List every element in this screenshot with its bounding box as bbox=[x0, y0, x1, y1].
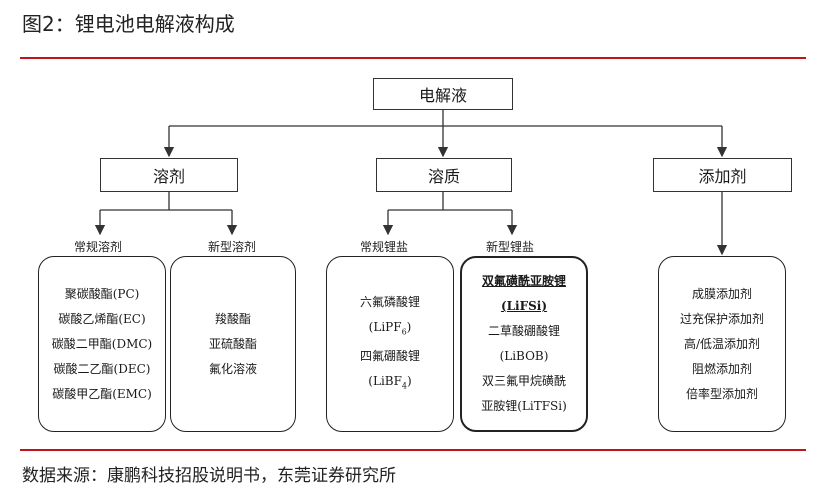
solute-label: 溶质 bbox=[427, 167, 460, 186]
solvent-item: 碳酸乙烯酯(EC) bbox=[58, 311, 146, 326]
additive-item: 高/低温添加剂 bbox=[683, 336, 761, 351]
figure-title: 图2：锂电池电解液构成 bbox=[22, 12, 235, 36]
salt-libob-abbr: (LiBOB) bbox=[499, 349, 549, 363]
salt-lifsi-name: 双氟磺酰亚胺锂 bbox=[481, 274, 566, 288]
new-solvent-item: 羧酸酯 bbox=[214, 311, 251, 326]
root-node-electrolyte: 电解液 bbox=[373, 78, 513, 110]
salt-litfsi-name-2: 亚胺锂(LiTFSi) bbox=[481, 399, 567, 413]
node-solvent: 溶剂 bbox=[100, 158, 238, 192]
additive-item: 成膜添加剂 bbox=[691, 286, 752, 301]
additive-item: 倍率型添加剂 bbox=[685, 386, 758, 401]
new-solvent-item: 氟化溶液 bbox=[208, 361, 257, 376]
leaf-additive: 成膜添加剂 过充保护添加剂 高/低温添加剂 阻燃添加剂 倍率型添加剂 bbox=[658, 256, 786, 432]
additive-item: 阻燃添加剂 bbox=[691, 361, 752, 376]
salt-name: 四氟硼酸锂 bbox=[359, 349, 420, 363]
solvent-item: 聚碳酸酯(PC) bbox=[64, 286, 140, 301]
label-common-solvent: 常规溶剂 bbox=[74, 240, 123, 254]
additive-label: 添加剂 bbox=[698, 167, 747, 186]
solvent-item: 碳酸二甲酯(DMC) bbox=[51, 336, 153, 351]
label-common-salt: 常规锂盐 bbox=[360, 240, 409, 254]
node-solute: 溶质 bbox=[376, 158, 512, 192]
salt-litfsi-name: 双三氟甲烷磺酰 bbox=[481, 374, 566, 388]
salt-formula: (LiBF4) bbox=[368, 374, 412, 391]
leaf-common-solvent: 聚碳酸酯(PC) 碳酸乙烯酯(EC) 碳酸二甲酯(DMC) 碳酸二乙酯(DEC)… bbox=[38, 256, 166, 432]
leaf-common-salt: 六氟磷酸锂 (LiPF6) 四氟硼酸锂 (LiBF4) bbox=[326, 256, 454, 432]
salt-libob-name: 二草酸硼酸锂 bbox=[487, 324, 560, 338]
solvent-item: 碳酸二乙酯(DEC) bbox=[53, 361, 151, 376]
source-note: 数据来源：康鹏科技招股说明书，东莞证券研究所 bbox=[22, 466, 396, 486]
new-solvent-item: 亚硫酸酯 bbox=[208, 336, 257, 351]
leaf-new-salt: 双氟磺酰亚胺锂 (LiFSi) 二草酸硼酸锂 (LiBOB) 双三氟甲烷磺酰 亚… bbox=[460, 256, 588, 432]
solvent-item: 碳酸甲乙酯(EMC) bbox=[52, 386, 152, 401]
top-divider bbox=[20, 57, 806, 59]
root-label: 电解液 bbox=[418, 86, 467, 105]
solvent-label: 溶剂 bbox=[152, 167, 185, 186]
leaf-new-solvent: 羧酸酯 亚硫酸酯 氟化溶液 bbox=[170, 256, 296, 432]
salt-name: 六氟磷酸锂 bbox=[359, 294, 420, 309]
additive-item: 过充保护添加剂 bbox=[679, 311, 764, 326]
label-new-salt: 新型锂盐 bbox=[486, 240, 535, 254]
salt-lifsi-abbr: (LiFSi) bbox=[500, 299, 548, 313]
salt-formula: (LiPF6) bbox=[368, 319, 412, 336]
label-new-solvent: 新型溶剂 bbox=[208, 240, 257, 254]
node-additive: 添加剂 bbox=[653, 158, 792, 192]
bottom-divider bbox=[20, 449, 806, 451]
